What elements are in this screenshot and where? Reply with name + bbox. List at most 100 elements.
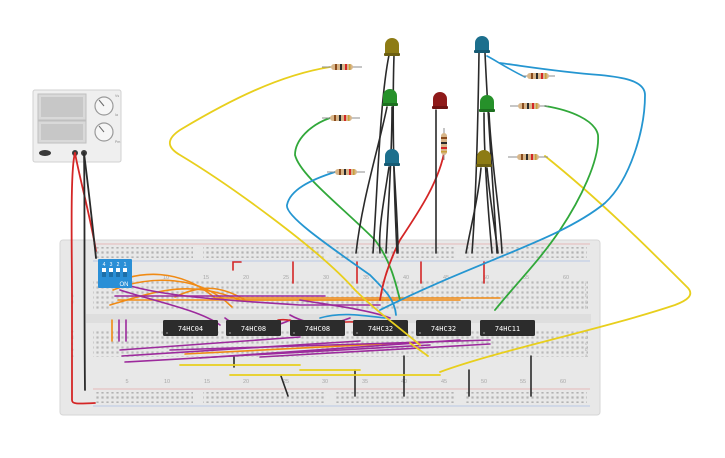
wire-blue[interactable] bbox=[486, 55, 526, 78]
resistor[interactable] bbox=[510, 103, 548, 109]
col-num: 35 bbox=[362, 379, 368, 385]
wire-blue[interactable] bbox=[319, 313, 386, 319]
pin1-dot bbox=[356, 332, 358, 334]
dip-on-label: ON bbox=[120, 282, 129, 288]
current-display-screen bbox=[41, 124, 83, 140]
col-num: 25 bbox=[283, 379, 289, 385]
wire-yellow[interactable] bbox=[409, 342, 429, 357]
wire-purple[interactable] bbox=[123, 283, 381, 306]
dip-switch[interactable]: 4 3 2 1 ON bbox=[98, 259, 132, 288]
row-letter: h bbox=[585, 293, 588, 298]
row-letter: b bbox=[585, 347, 588, 352]
psu-unit-label: Vs bbox=[115, 94, 119, 98]
resistor[interactable] bbox=[441, 128, 447, 160]
ic-chips: 74HC04 74HC08 74HC08 74HC32 74HC32 74HC1… bbox=[163, 320, 535, 336]
col-num: 15 bbox=[203, 275, 209, 281]
pin1-dot bbox=[419, 332, 421, 334]
wire-purple[interactable] bbox=[124, 344, 431, 363]
led[interactable] bbox=[476, 150, 492, 167]
pin1-dot bbox=[293, 332, 295, 334]
voltage-display-screen bbox=[41, 97, 83, 117]
pin1-dot bbox=[483, 332, 485, 334]
chip-74hc08[interactable]: 74HC08 bbox=[290, 320, 345, 336]
wire-black[interactable] bbox=[83, 152, 86, 391]
row-letter: c bbox=[585, 341, 588, 346]
led[interactable] bbox=[474, 36, 490, 53]
resistor[interactable] bbox=[522, 73, 555, 79]
col-num: 40 bbox=[403, 275, 409, 281]
power-leads[interactable] bbox=[70, 152, 97, 405]
chip-74hc08[interactable]: 74HC08 bbox=[226, 320, 281, 336]
row-letter: a bbox=[585, 353, 588, 358]
row-letter: f bbox=[585, 305, 587, 310]
row-letter: j bbox=[584, 281, 586, 286]
dip-number: 4 bbox=[103, 262, 106, 268]
resistor[interactable] bbox=[508, 154, 548, 160]
wire-orange[interactable] bbox=[109, 288, 461, 306]
col-num: 45 bbox=[443, 275, 449, 281]
bottom-power-rail bbox=[93, 388, 590, 407]
chip-label: 74HC32 bbox=[431, 325, 456, 333]
power-switch[interactable] bbox=[39, 150, 51, 156]
wire-red[interactable] bbox=[232, 261, 242, 271]
col-num: 55 bbox=[523, 275, 529, 281]
wire-blue[interactable] bbox=[286, 171, 397, 316]
wire-red[interactable] bbox=[70, 152, 96, 405]
row-letter: g bbox=[585, 299, 588, 304]
wire-black[interactable] bbox=[83, 152, 97, 259]
chip-label: 74HC08 bbox=[305, 325, 330, 333]
wire-yellow[interactable] bbox=[439, 155, 692, 373]
col-num: 30 bbox=[322, 379, 328, 385]
resistor[interactable] bbox=[322, 115, 360, 121]
led[interactable] bbox=[479, 95, 495, 112]
col-num: 60 bbox=[560, 379, 566, 385]
col-num: 25 bbox=[283, 275, 289, 281]
chip-74hc32[interactable]: 74HC32 bbox=[416, 320, 471, 336]
wire-green[interactable] bbox=[494, 105, 599, 311]
chip-74hc11[interactable]: 74HC11 bbox=[480, 320, 535, 336]
long-wires[interactable] bbox=[168, 55, 692, 373]
row-letter: d bbox=[585, 335, 588, 340]
col-num: 35 bbox=[363, 275, 369, 281]
wire-green[interactable] bbox=[294, 117, 401, 301]
pin1-dot bbox=[229, 332, 231, 334]
chip-label: 74HC08 bbox=[241, 325, 266, 333]
pin1-dot bbox=[166, 332, 168, 334]
led[interactable] bbox=[384, 149, 400, 166]
chip-label: 74HC04 bbox=[178, 325, 203, 333]
psu-unit-label: Ia bbox=[115, 113, 118, 117]
col-num: 50 bbox=[483, 275, 489, 281]
dip-number: 3 bbox=[110, 262, 113, 268]
wire-red[interactable] bbox=[379, 147, 446, 301]
wire-purple[interactable] bbox=[259, 343, 491, 358]
led[interactable] bbox=[384, 38, 400, 56]
col-num: 45 bbox=[441, 379, 447, 385]
led[interactable] bbox=[432, 92, 448, 109]
chip-74hc04[interactable]: 74HC04 bbox=[163, 320, 218, 336]
resistors bbox=[322, 64, 555, 175]
resistor[interactable] bbox=[322, 64, 362, 70]
row-letter: i bbox=[585, 287, 586, 292]
row-letter: j bbox=[70, 281, 72, 286]
leds bbox=[355, 36, 503, 254]
dip-number: 2 bbox=[117, 262, 120, 268]
psu-unit-label: Pm bbox=[115, 140, 120, 144]
col-num: 55 bbox=[520, 379, 526, 385]
col-num: 60 bbox=[563, 275, 569, 281]
wire-black[interactable] bbox=[280, 375, 289, 397]
col-num: 10 bbox=[164, 379, 170, 385]
wire-blue[interactable] bbox=[379, 62, 646, 311]
dip-number: 1 bbox=[124, 262, 127, 268]
wire-purple[interactable] bbox=[119, 336, 301, 351]
led[interactable] bbox=[382, 89, 398, 106]
col-num: 20 bbox=[243, 379, 249, 385]
resistor[interactable] bbox=[327, 169, 365, 175]
power-supply[interactable]: Vs Ia Pm bbox=[32, 89, 122, 163]
col-num: 50 bbox=[481, 379, 487, 385]
row-letters-right: j i h g f e d c b a bbox=[584, 281, 588, 358]
col-num: 5 bbox=[125, 379, 128, 385]
wire-yellow[interactable] bbox=[168, 66, 421, 346]
col-num: 20 bbox=[243, 275, 249, 281]
center-channel bbox=[86, 314, 591, 323]
